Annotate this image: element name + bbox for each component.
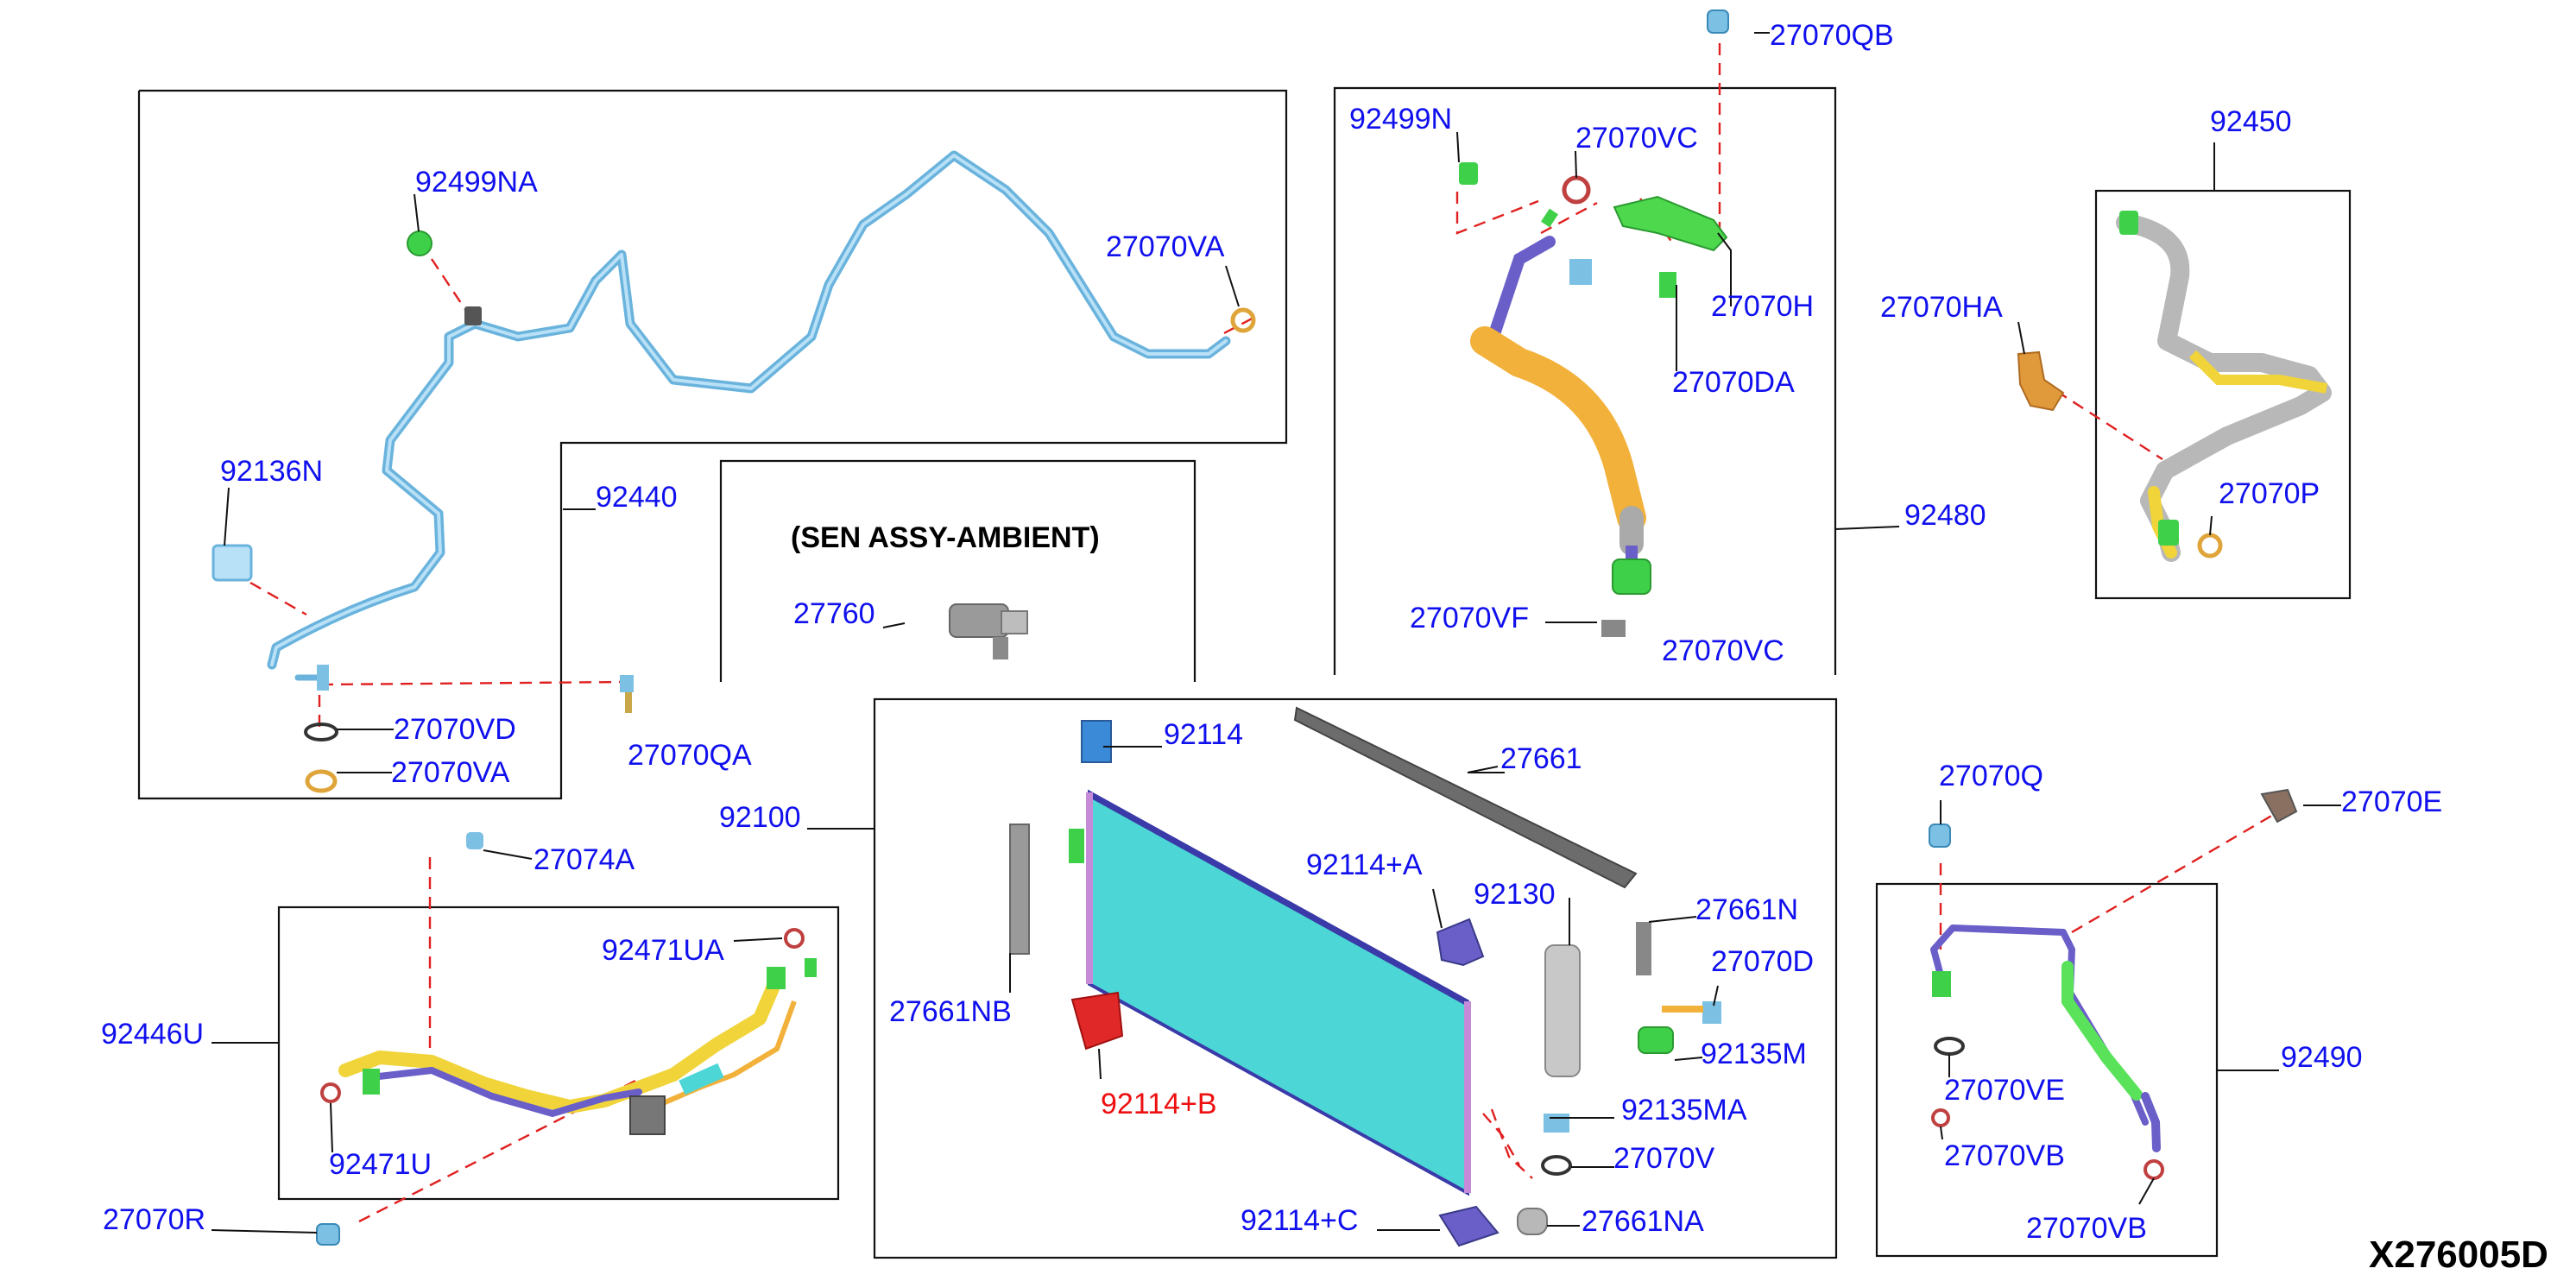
label-92471UA: 92471UA xyxy=(602,934,724,967)
label-27661NB: 27661NB xyxy=(889,995,1012,1028)
small-parts-top-left xyxy=(212,230,1256,793)
label-92499NA: 92499NA xyxy=(415,166,538,199)
label-27070H: 27070H xyxy=(1711,290,1814,323)
label-27070VE: 27070VE xyxy=(1944,1074,2065,1107)
box-sensor-ambient xyxy=(719,459,1196,682)
part-labels: 27070QB 92499NA 27070VA 92136N 92440 270… xyxy=(101,19,2548,1276)
label-27661: 27661 xyxy=(1500,742,1582,775)
label-27070P: 27070P xyxy=(2219,477,2320,510)
label-92135M: 92135M xyxy=(1701,1038,1807,1070)
label-27070VC: 27070VC xyxy=(1575,122,1698,155)
box-92490 xyxy=(1875,882,2219,1258)
label-27070D: 27070D xyxy=(1711,945,1814,978)
box-92446U xyxy=(277,906,840,1201)
solid-leaders xyxy=(211,32,2341,1234)
label-27760: 27760 xyxy=(793,597,875,630)
label-27070VC-bottom: 27070VC xyxy=(1662,634,1784,667)
sensor-27760 xyxy=(949,603,1028,659)
label-27070Q: 27070Q xyxy=(1939,760,2043,792)
label-92114B: 92114+B xyxy=(1101,1088,1217,1120)
hose-92446U xyxy=(316,832,817,1246)
box-92440 xyxy=(137,89,1288,800)
label-92446U: 92446U xyxy=(101,1018,204,1051)
label-92490: 92490 xyxy=(2281,1041,2363,1074)
label-27070HA: 27070HA xyxy=(1880,291,2003,324)
diagram-code: X276005D xyxy=(2369,1234,2548,1276)
label-92135MA: 92135MA xyxy=(1621,1094,1747,1126)
label-92130: 92130 xyxy=(1474,878,1556,911)
label-27070QB: 27070QB xyxy=(1770,19,1894,52)
label-27070VA-bottom: 27070VA xyxy=(391,756,510,789)
sensor-group-title: (SEN ASSY-AMBIENT) xyxy=(791,521,1100,554)
condenser-92100 xyxy=(1009,706,1721,1247)
box-92450 xyxy=(2094,189,2352,600)
hose-92490 xyxy=(1929,788,2298,1180)
box-92480 xyxy=(1333,86,1837,675)
label-27661N: 27661N xyxy=(1695,893,1798,926)
label-92499N: 92499N xyxy=(1349,103,1452,136)
label-92471U: 92471U xyxy=(329,1148,432,1181)
box-92100 xyxy=(873,697,1838,1259)
label-27074A: 27074A xyxy=(534,843,635,876)
label-92114A: 92114+A xyxy=(1306,849,1423,881)
label-92100: 92100 xyxy=(719,801,801,834)
label-27070V: 27070V xyxy=(1613,1142,1715,1175)
label-27070VA-top: 27070VA xyxy=(1106,230,1225,263)
label-92440: 92440 xyxy=(596,481,678,514)
label-27070VF: 27070VF xyxy=(1410,602,1529,634)
label-27070VD: 27070VD xyxy=(394,713,516,746)
group-boxes xyxy=(137,86,2352,1259)
label-92450: 92450 xyxy=(2210,105,2292,138)
label-27661NA: 27661NA xyxy=(1582,1205,1704,1238)
label-92114C: 92114+C xyxy=(1241,1204,1358,1237)
label-27070QA: 27070QA xyxy=(628,739,752,772)
label-27070R: 27070R xyxy=(103,1203,205,1236)
label-92114: 92114 xyxy=(1164,718,1243,751)
hose-92450 xyxy=(2017,211,2332,562)
label-27070VB-1: 27070VB xyxy=(1944,1139,2065,1172)
label-92480: 92480 xyxy=(1904,499,1986,532)
pipe-92440 xyxy=(267,150,1231,691)
label-27070DA: 27070DA xyxy=(1672,366,1795,399)
hose-92480 xyxy=(1459,9,1729,637)
label-27070E: 27070E xyxy=(2341,786,2442,818)
label-92136N: 92136N xyxy=(220,455,323,488)
label-27070VB-2: 27070VB xyxy=(2026,1212,2147,1245)
